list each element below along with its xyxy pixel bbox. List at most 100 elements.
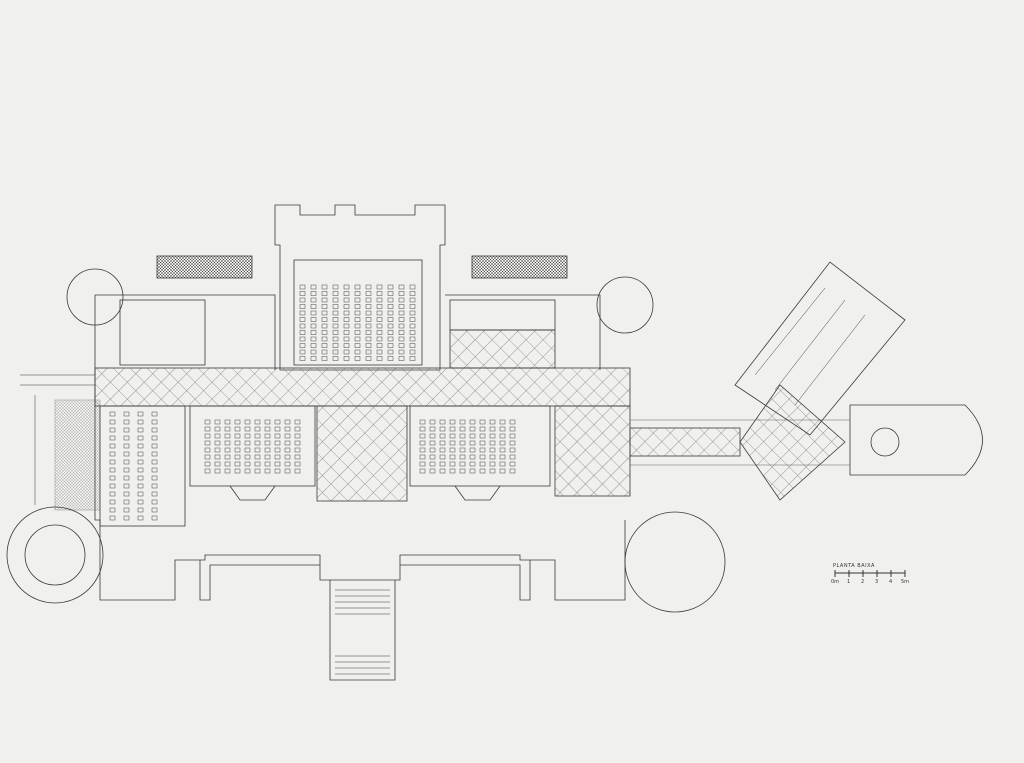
tower-northeast [596,276,654,334]
seat [376,323,383,329]
seat [489,440,496,446]
seat [479,426,486,432]
seat [254,468,261,474]
seat [343,349,350,355]
seat [299,330,306,335]
seat [204,447,211,453]
seat [409,317,416,322]
seat [234,426,241,432]
seat [439,433,446,439]
central-hall [316,405,408,502]
seat [123,435,130,441]
seat [509,454,516,460]
seat [343,317,350,322]
seat [354,297,361,303]
seat [365,291,372,296]
seat [254,447,261,453]
seat [469,447,476,453]
seat [449,433,456,439]
seat [499,426,506,432]
seat [354,284,361,290]
seat [299,291,306,296]
seat [204,454,211,460]
seat [123,507,130,513]
scale-label: 0m [831,579,840,585]
seat [264,454,271,460]
seat [151,491,158,497]
tower-northwest [66,268,124,326]
seat [321,297,328,303]
seat [409,343,416,348]
seat [123,483,130,489]
link-corridor [629,427,741,457]
tower-southeast [624,511,726,613]
seat [234,447,241,453]
classroom-west [189,405,316,487]
wing-stair-lines [754,287,866,406]
seat [343,343,350,348]
seat [499,461,506,467]
seat [294,433,301,439]
seat [151,507,158,513]
seat [109,483,116,489]
seat [509,426,516,432]
seat [332,284,339,290]
seat [489,433,496,439]
seat [299,317,306,322]
seat [224,419,231,425]
seat [274,454,281,460]
scale-bar [834,570,906,577]
seat [499,468,506,474]
seat [398,310,405,316]
seat [321,284,328,290]
seat [204,461,211,467]
seat [398,323,405,329]
seat [224,454,231,460]
seat [137,491,144,497]
seat [274,426,281,432]
seat [398,291,405,296]
seat [387,330,394,335]
scale-label: 2 [861,579,865,585]
seat [343,336,350,342]
seat [294,468,301,474]
seat [284,447,291,453]
seat [137,451,144,457]
seat [123,427,130,433]
service-rooms [119,299,206,366]
seat [109,419,116,425]
seat [264,426,271,432]
seat [365,317,372,322]
seat [234,461,241,467]
seat [294,447,301,453]
seat [387,356,394,361]
seat [284,468,291,474]
seat [151,483,158,489]
scale-label: 3 [875,579,879,585]
seat [284,433,291,439]
seat [449,468,456,474]
stairs-east [449,299,556,331]
seat [409,297,416,303]
seat [151,443,158,449]
seat [109,515,116,521]
seat [299,323,306,329]
seat [254,461,261,467]
seat [224,447,231,453]
seat [321,291,328,296]
seat [459,468,466,474]
scale-label: 4 [889,579,893,585]
seat [398,336,405,342]
seat [489,454,496,460]
drawing-title: PLANTA BAIXA [833,563,875,569]
seat [332,304,339,309]
seat [398,297,405,303]
seat [509,461,516,467]
seat [449,440,456,446]
seat [310,343,317,348]
seat [429,419,436,425]
seat [365,330,372,335]
seat [354,323,361,329]
stair-steps [335,589,390,675]
seat [459,447,466,453]
